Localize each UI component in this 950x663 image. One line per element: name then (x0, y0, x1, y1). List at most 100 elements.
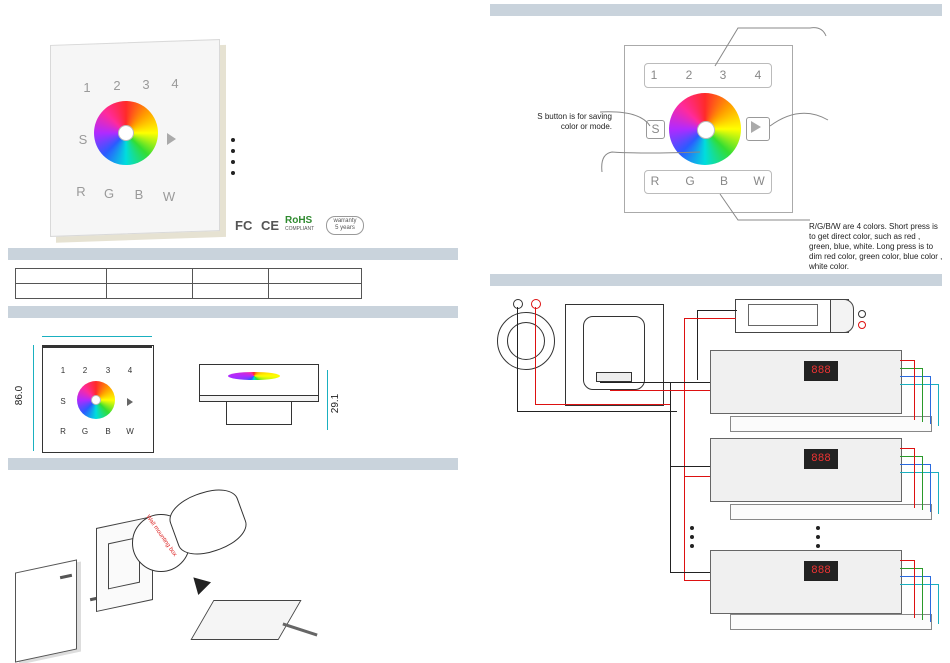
drawing-zone-3: 3 (105, 366, 111, 375)
callout-zone-line (714, 27, 827, 67)
depth-dimension-line (327, 370, 328, 430)
ce-logo: CE (261, 218, 280, 233)
drawing-zone-1: 1 (60, 366, 66, 375)
decoder-2: 888 (710, 438, 902, 502)
wire-black (670, 382, 671, 572)
callout-mode-line (769, 112, 829, 127)
mains-socket-inner (507, 322, 545, 360)
drawing-zone-2: 2 (82, 366, 88, 375)
zone-key-2: 2 (685, 68, 693, 82)
product-save-key: S (78, 132, 88, 147)
psu-terminal-icon (858, 310, 866, 318)
wire-red (684, 580, 710, 581)
ellipsis-dot (816, 526, 820, 530)
table-row (15, 283, 362, 299)
section-bar-dimensions (8, 306, 458, 318)
product-zone-4: 4 (171, 76, 179, 91)
cable-line (282, 622, 318, 637)
ellipsis-dot (816, 535, 820, 539)
power-supply-cap (830, 299, 854, 333)
product-zone-3: 3 (142, 77, 150, 92)
decoder-display: 888 (804, 449, 838, 469)
wire-black (517, 411, 677, 412)
drawing-mode-icon (127, 398, 133, 406)
drawing-key-w: W (126, 427, 134, 436)
wire-red (914, 360, 915, 420)
decoder-display: 888 (804, 561, 838, 581)
color-key-w: W (753, 174, 765, 188)
product-key-r: R (76, 184, 86, 199)
drawing-key-r: R (60, 427, 66, 436)
side-view-drawing (199, 364, 319, 397)
wire-blue (930, 376, 931, 424)
wire-blue (900, 576, 930, 577)
ellipsis-dot (690, 544, 694, 548)
function-wheel-center-icon (697, 121, 715, 139)
product-key-g: G (103, 186, 115, 201)
drawing-key-g: G (81, 427, 89, 436)
callout-lines (599, 27, 829, 221)
wire-green (900, 368, 922, 369)
height-dimension-label: 86.0 (14, 385, 26, 406)
callout-color-line (719, 193, 810, 221)
wire-black (600, 382, 710, 383)
wire-red (535, 307, 536, 405)
product-key-w: W (162, 189, 176, 204)
wire-black (697, 310, 698, 380)
wire-cyan (938, 384, 939, 426)
bullet-dot (231, 149, 235, 153)
front-view-top-edge (42, 345, 152, 348)
wire-red (684, 318, 685, 580)
zone-key-1: 1 (650, 68, 658, 82)
wire-red (535, 404, 670, 405)
wire-green (900, 456, 922, 457)
s-button-note: S button is for saving color or mode. (500, 112, 612, 132)
wire-cyan (900, 384, 938, 385)
wire-green (922, 368, 923, 422)
warranty-years: 5 years (335, 225, 355, 231)
width-dimension-line (42, 336, 152, 337)
zone-key-3: 3 (719, 68, 727, 82)
bullet-dot (231, 171, 235, 175)
wire-red (914, 560, 915, 618)
wire-blue (900, 464, 930, 465)
warranty-badge: warranty 5 years (326, 216, 364, 235)
product-zone-1: 1 (83, 80, 91, 95)
wire-black (517, 307, 518, 411)
wire-red (914, 448, 915, 508)
rohs-logo: RoHS COMPLIANT (285, 215, 321, 232)
wire-red (900, 560, 914, 561)
rgbw-note: R/G/B/W are 4 colors. Short press is to … (809, 222, 945, 272)
table-row (15, 268, 362, 284)
s-button-note-line1: S button is for saving (537, 112, 612, 121)
drawing-key-b: B (105, 427, 111, 436)
section-bar-installation (8, 458, 458, 470)
product-key-b: B (134, 187, 144, 202)
wire-blue (930, 464, 931, 512)
height-dimension-line (33, 345, 34, 451)
fcc-logo: FC (235, 218, 253, 233)
warranty-text: warranty (333, 218, 357, 224)
insert-arrow-icon (186, 570, 212, 596)
wire-cyan (900, 472, 938, 473)
wire-green (922, 456, 923, 510)
ellipsis-dot (816, 544, 820, 548)
drawing-zone-4: 4 (127, 366, 133, 375)
ellipsis-dot (690, 535, 694, 539)
callout-s-line (599, 111, 651, 127)
wire-black (697, 310, 737, 311)
zone-key-4: 4 (754, 68, 762, 82)
led-strip-1 (730, 416, 932, 432)
section-bar-wiring (490, 274, 942, 286)
wire-green (922, 568, 923, 620)
wire-blue (900, 376, 930, 377)
color-keys-box (644, 170, 772, 194)
decoder-1: 888 (710, 350, 902, 414)
psu-terminal-icon (858, 321, 866, 329)
led-strip-3 (730, 614, 932, 630)
section-bar-specs (8, 248, 458, 260)
installed-panel (190, 600, 302, 640)
rgbw-note-line5: white color. (809, 262, 850, 271)
bullet-dot (231, 138, 235, 142)
wire-red (900, 448, 914, 449)
